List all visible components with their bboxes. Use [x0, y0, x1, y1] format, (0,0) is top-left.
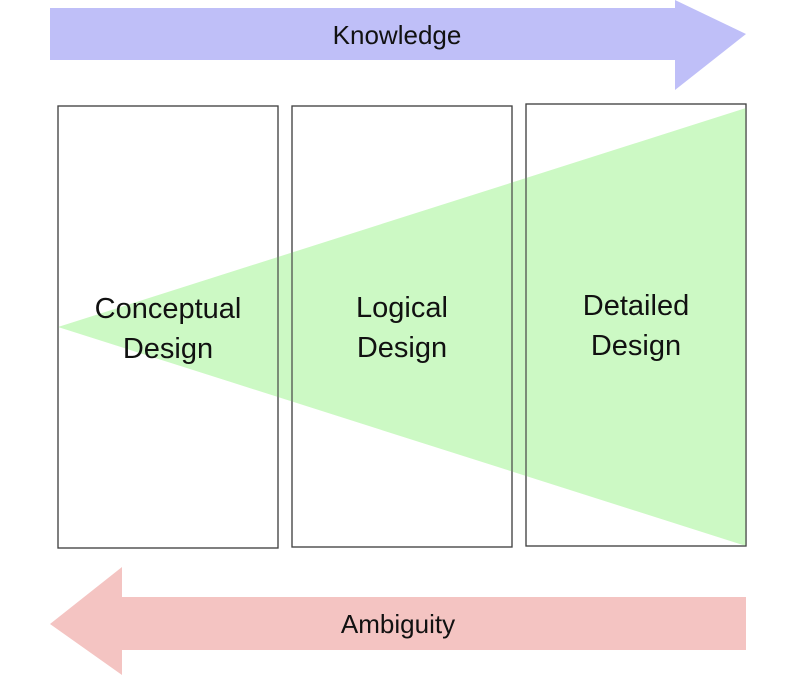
knowledge-arrow: [50, 0, 746, 90]
ambiguity-arrow: [50, 567, 746, 675]
ambiguity-label: Ambiguity: [341, 609, 455, 639]
logical-design-label-line1: Logical: [356, 292, 448, 324]
logical-design-box-outline: [291, 105, 513, 548]
knowledge-wedge: [58, 108, 746, 546]
conceptual-design-label-line2: Design: [123, 333, 213, 365]
detailed-design-label-line2: Design: [591, 330, 681, 362]
conceptual-design-label-line1: Conceptual: [95, 293, 242, 325]
conceptual-design-box-outline: [57, 105, 279, 549]
detailed-design-box-outline: [525, 103, 747, 547]
logical-design-label-line2: Design: [357, 332, 447, 364]
knowledge-label: Knowledge: [333, 20, 462, 50]
detailed-design-label-line1: Detailed: [583, 290, 689, 322]
